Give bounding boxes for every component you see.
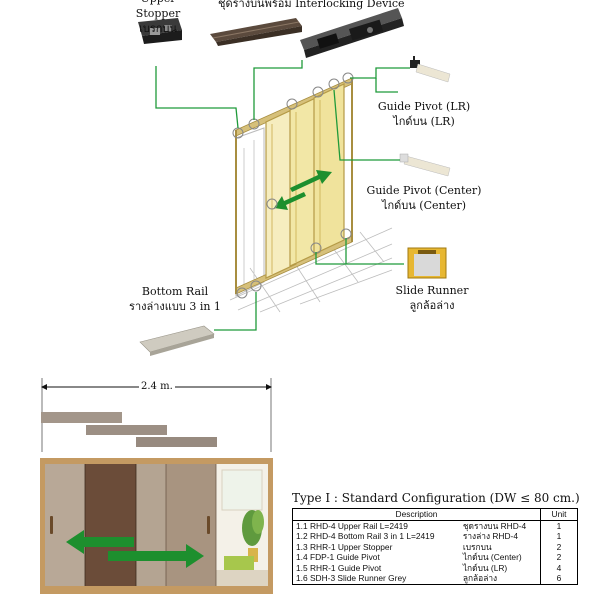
slide-runner-label-en: Slide Runner (395, 284, 469, 297)
row-description: 1.6 SDH-3 Slide Runner Grey (296, 573, 407, 583)
row-thai-name: ไกด์บน (LR) (462, 562, 508, 573)
upper-stopper-label-th: เบรกบน (139, 22, 177, 35)
slide-runner-label-th: ลูกล้อล่าง (409, 299, 455, 312)
guide-pivot-center-label-th: ไกด์บน (Center) (381, 199, 467, 212)
configuration-title: Type I : Standard Configuration (DW ≤ 80… (292, 491, 580, 505)
bottom-rail-label: Bottom Rail รางล่างแบบ 3 in 1 (112, 284, 238, 314)
row-thai-name: ชุดรางบน RHD-4 (462, 520, 527, 531)
row-description: 1.2 RHD-4 Bottom Rail 3 in 1 L=2419 (296, 531, 435, 541)
row-thai-name: ลูกล้อล่าง (462, 573, 498, 583)
row-unit: 1 (540, 531, 578, 542)
interlocking-device-part-image (300, 8, 404, 58)
table-row: 1.6 SDH-3 Slide Runner Grey ลูกล้อล่าง 6 (293, 573, 578, 584)
slide-runner-label: Slide Runner ลูกล้อล่าง (392, 283, 472, 313)
description-header: Description (292, 508, 541, 521)
slide-runner-part-image (407, 247, 447, 279)
row-description: 1.4 FDP-1 Guide Pivot (296, 552, 380, 562)
row-description: 1.5 RHR-1 Guide Pivot (296, 562, 382, 573)
table-row: 1.3 RHR-1 Upper Stopper เบรกบน 2 (293, 541, 578, 552)
table-row: 1.2 RHD-4 Bottom Rail 3 in 1 L=2419 รางล… (293, 531, 578, 542)
upper-rail-label: ชุดรางบนพร้อม Interlocking Device (218, 0, 405, 10)
bottom-rail-label-th: รางล่างแบบ 3 in 1 (129, 300, 221, 313)
door-isometric-diagram (229, 72, 393, 313)
guide-pivot-lr-label-th: ไกด์บน (LR) (393, 115, 455, 128)
table-row: 1.1 RHD-4 Upper Rail L=2419 ชุดรางบน RHD… (293, 520, 578, 531)
row-thai-name: รางล่าง RHD-4 (462, 531, 518, 541)
guide-pivot-lr-part-image (410, 56, 451, 83)
panel-boards (41, 412, 217, 447)
table-row: 1.5 RHR-1 Guide Pivot ไกด์บน (LR) 4 (293, 562, 578, 573)
bottom-rail-part-image (139, 325, 215, 356)
table-header-row: Description Unit (292, 508, 578, 521)
unit-header: Unit (540, 508, 578, 521)
callout-leaders (155, 60, 410, 331)
guide-pivot-center-label: Guide Pivot (Center) ไกด์บน (Center) (358, 183, 490, 213)
guide-pivot-center-label-en: Guide Pivot (Center) (366, 184, 482, 197)
upper-stopper-part-image (138, 18, 182, 44)
door-front-elevation (40, 458, 273, 594)
row-unit: 2 (540, 552, 578, 563)
guide-pivot-center-part-image (399, 153, 451, 177)
row-description: 1.1 RHD-4 Upper Rail L=2419 (296, 520, 408, 531)
table-row: 1.4 FDP-1 Guide Pivot ไกด์บน (Center) 2 (293, 552, 578, 563)
configuration-table: Description Unit 1.1 RHD-4 Upper Rail L=… (292, 508, 578, 585)
upper-rail-part-image (210, 18, 302, 46)
guide-pivot-lr-label: Guide Pivot (LR) ไกด์บน (LR) (368, 99, 480, 129)
width-dimension-label: 2.4 m. (139, 381, 175, 392)
row-unit: 6 (540, 573, 578, 584)
row-thai-name: เบรกบน (462, 541, 492, 552)
upper-stopper-label-en: Upper Stopper (135, 0, 181, 20)
bottom-rail-label-en: Bottom Rail (141, 285, 209, 298)
row-unit: 2 (540, 541, 578, 552)
row-thai-name: ไกด์บน (Center) (462, 552, 522, 562)
row-description: 1.3 RHR-1 Upper Stopper (296, 541, 393, 552)
upper-stopper-label: Upper Stopper เบรกบน (118, 0, 198, 36)
row-unit: 1 (540, 520, 578, 531)
guide-pivot-lr-label-en: Guide Pivot (LR) (377, 100, 471, 113)
row-unit: 4 (540, 562, 578, 573)
